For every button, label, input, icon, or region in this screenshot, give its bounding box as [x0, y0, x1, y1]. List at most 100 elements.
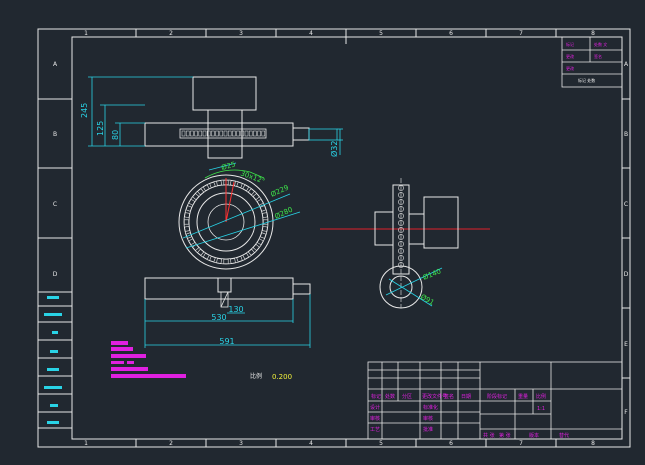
grid-labels: 1 2 3 4 5 6 7 8 1 2 3 4 5 6 7 8 A B C D …	[53, 30, 629, 447]
bottom-dims	[144, 294, 311, 348]
ring-tooth	[184, 212, 190, 219]
band-tooth	[194, 130, 198, 137]
dim-phi32: Ø32	[329, 141, 339, 157]
legend-bar	[127, 361, 134, 364]
col-label-top: 3	[239, 30, 243, 37]
col-label-bottom: 6	[449, 440, 453, 447]
ring-tooth	[216, 180, 223, 186]
band-tooth	[185, 130, 190, 137]
legend-bar	[111, 374, 186, 378]
scale-note: 比例 0.200	[250, 372, 292, 381]
col-label-bottom: 2	[169, 440, 173, 447]
bottom-shaft-end	[292, 283, 311, 295]
dim-591: 591	[219, 337, 234, 346]
title-cell: 阶段标记	[487, 393, 507, 400]
strip-marker	[47, 368, 59, 371]
strip-marker	[50, 350, 58, 353]
shaft-right-cyan	[308, 128, 338, 141]
legend-bar	[111, 367, 148, 371]
legend-bar	[111, 361, 124, 364]
title-cell: 工艺	[370, 427, 380, 433]
drawing-frame	[37, 28, 631, 448]
left-strip-markers	[44, 296, 62, 424]
scale-label: 比例	[250, 372, 262, 380]
band-tooth	[223, 130, 228, 137]
title-cell: 替代	[559, 432, 569, 439]
title-cell: 比例	[536, 393, 546, 400]
col-label-top: 6	[449, 30, 453, 37]
legend-bar	[111, 341, 128, 345]
title-cell: 标准化	[423, 404, 438, 411]
strip-marker	[47, 421, 59, 424]
band-tooth	[244, 130, 249, 137]
angle-arc	[204, 169, 251, 179]
col-label-bottom: 1	[84, 440, 88, 447]
col-label-bottom: 4	[309, 440, 313, 447]
title-cell: 重量	[518, 393, 528, 400]
gear-band-teeth	[181, 130, 266, 137]
title-cell: 日期	[461, 394, 471, 400]
band-tooth	[240, 130, 245, 137]
row-label-right: C	[624, 201, 628, 208]
strip-marker	[50, 404, 58, 407]
dim-125: 125	[96, 121, 105, 136]
col-label-bottom: 5	[379, 440, 383, 447]
col-label-bottom: 7	[519, 440, 523, 447]
row-label-right: F	[624, 409, 628, 416]
title-cell: 设计	[370, 404, 380, 411]
center-hub	[207, 109, 243, 159]
side-view: Ø140 Ø91	[320, 178, 490, 309]
title-cell: 签名	[444, 393, 454, 400]
ring-tooth	[236, 181, 243, 189]
diameter-line	[208, 162, 237, 171]
dim-phi25: Ø25	[220, 160, 236, 171]
ring-tooth	[185, 205, 193, 212]
strip-marker	[44, 313, 62, 316]
band-tooth	[236, 130, 240, 137]
title-cell: 批准	[423, 426, 433, 433]
col-label-bottom: 8	[591, 440, 595, 447]
ring-tooth	[236, 255, 243, 263]
legend-bar	[111, 347, 133, 351]
band-tooth	[257, 130, 261, 137]
revision-text: 标记	[566, 41, 574, 47]
band-tooth	[190, 130, 194, 137]
ring-tooth	[256, 238, 264, 246]
title-cell: 审核	[423, 415, 433, 422]
row-label-left: C	[53, 201, 57, 208]
row-label-left: D	[53, 271, 58, 278]
strip-marker	[47, 296, 59, 299]
title-cell: 更改文件号	[422, 393, 447, 400]
title-frame	[367, 361, 623, 440]
dim-130: 130	[228, 305, 243, 314]
ring-tooth	[223, 259, 229, 265]
dim-80: 80	[111, 130, 120, 140]
angle-leader	[249, 171, 265, 179]
revision-text: 标记 处数	[578, 77, 595, 83]
top-dims	[88, 76, 343, 155]
row-label-right: A	[624, 61, 629, 68]
ring-tooth	[247, 188, 255, 196]
band-tooth	[206, 130, 211, 137]
band-tooth	[248, 130, 253, 137]
band-tooth	[232, 130, 236, 137]
gear-band	[179, 128, 267, 139]
ring-tooth	[192, 193, 200, 201]
diameter-line	[182, 193, 291, 239]
ring-tooth	[202, 252, 210, 260]
ring-tooth	[197, 188, 205, 196]
ring-tooth	[262, 225, 268, 232]
ring-tooth	[183, 219, 189, 225]
col-label-top: 1	[84, 30, 88, 37]
ring-tooth	[209, 255, 216, 263]
col-label-top: 7	[519, 30, 523, 37]
title-block: 标记 处数 分区 更改文件号 签名 日期 设计 审核 工艺 标准化 审核 批准 …	[367, 361, 623, 440]
title-cell: 1:1	[537, 406, 545, 412]
bottom-key	[220, 291, 229, 308]
top-view: 245 125 80 Ø32	[80, 76, 343, 159]
ring-tooth	[209, 181, 216, 189]
diameter-line	[185, 211, 301, 249]
dim-line	[388, 278, 433, 307]
